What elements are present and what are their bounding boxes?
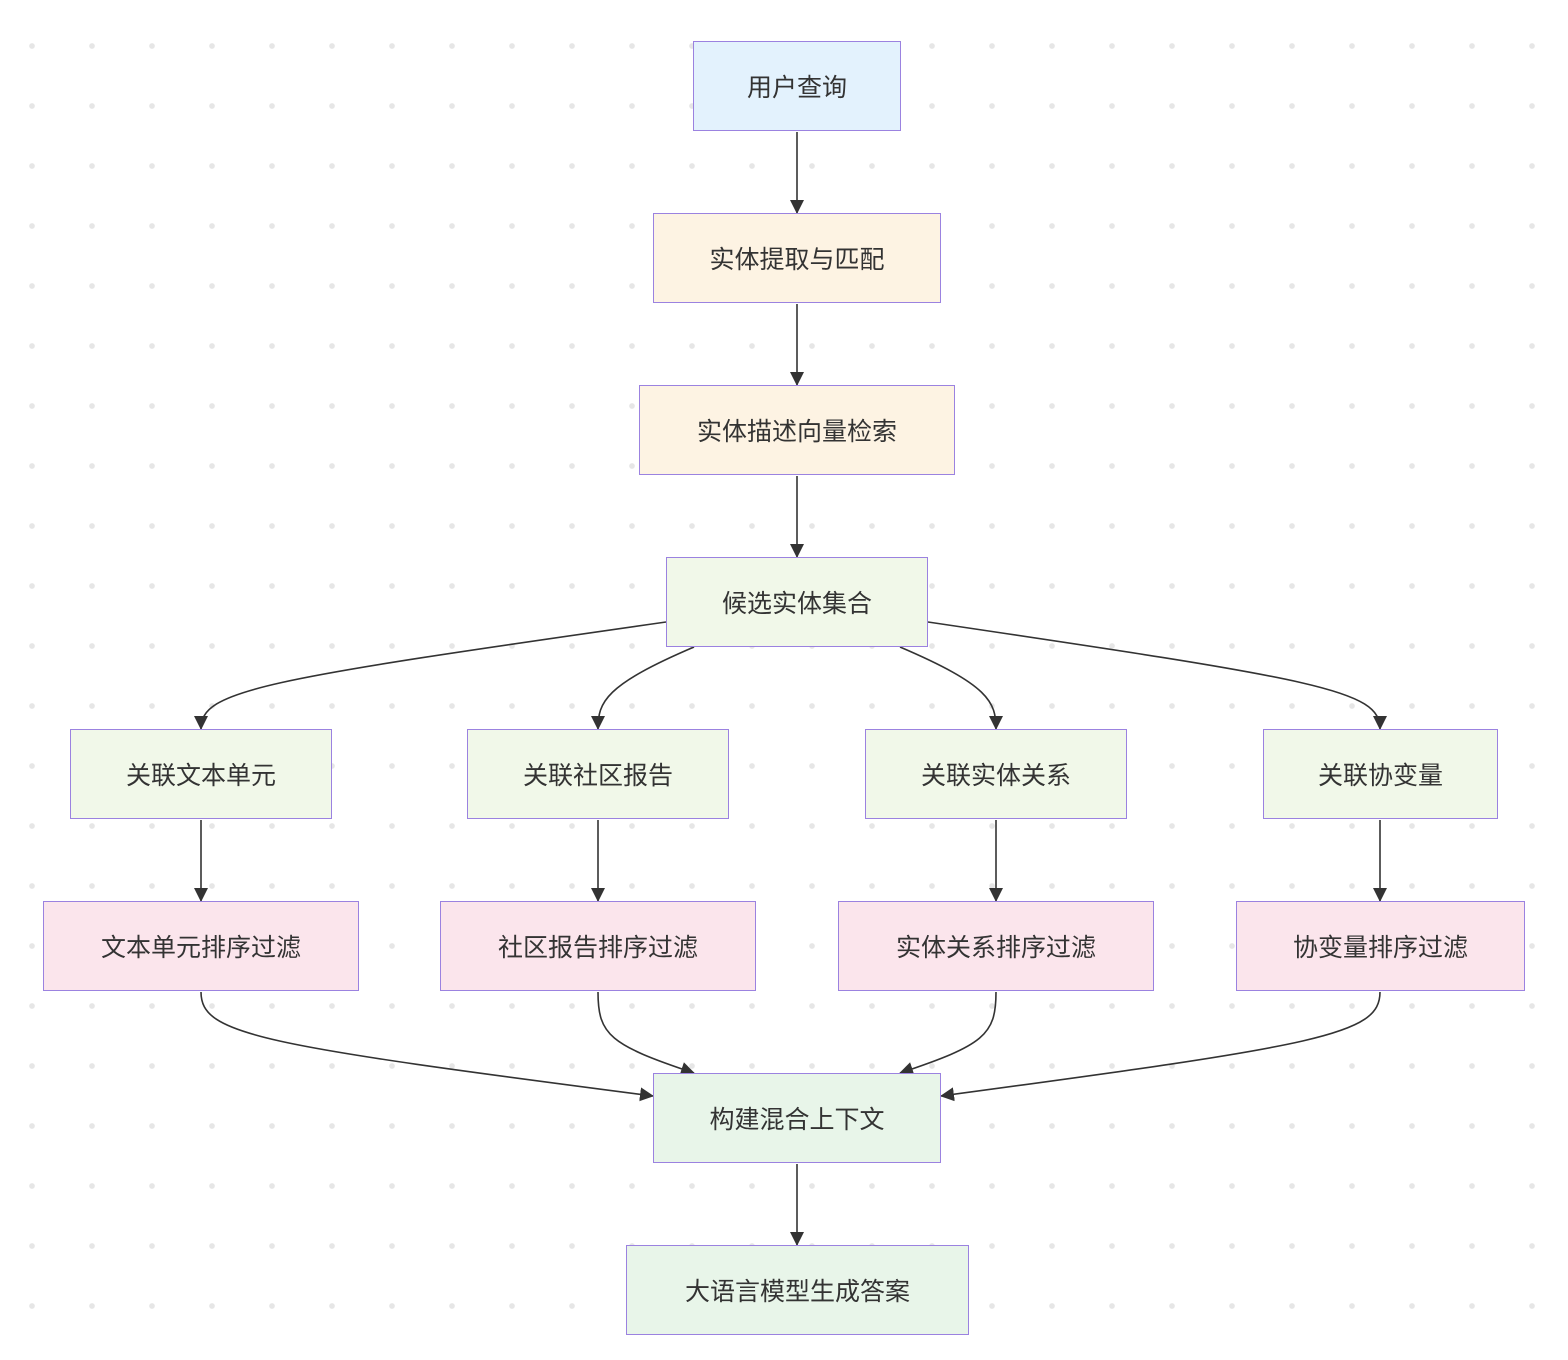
edge-community-filter-to-context [597,991,695,1076]
node-related-community-reports: 关联社区报告 [467,729,729,819]
node-text-unit-filter: 文本单元排序过滤 [43,901,359,991]
node-entity-extraction: 实体提取与匹配 [653,213,941,303]
edge-relation-filter-to-context [899,991,997,1076]
node-entity-relation-filter: 实体关系排序过滤 [838,901,1154,991]
edge-candidates-to-community-reports [591,646,695,730]
edge-candidates-to-entity-relations [899,646,1003,730]
edge-text-filter-to-context [200,991,654,1102]
node-mixed-context: 构建混合上下文 [653,1073,941,1163]
node-related-entity-relations: 关联实体关系 [865,729,1127,819]
node-related-covariates: 关联协变量 [1263,729,1498,819]
node-candidate-entities: 候选实体集合 [666,557,928,647]
node-llm-answer: 大语言模型生成答案 [626,1245,969,1335]
node-related-text-units: 关联文本单元 [70,729,332,819]
edge-candidates-to-text-units [194,621,667,730]
node-covariate-filter: 协变量排序过滤 [1236,901,1525,991]
node-user-query: 用户查询 [693,41,901,131]
node-community-report-filter: 社区报告排序过滤 [440,901,756,991]
edge-candidates-to-covariates [927,621,1387,730]
edge-covariate-filter-to-context [940,991,1381,1102]
node-entity-vector-search: 实体描述向量检索 [639,385,955,475]
